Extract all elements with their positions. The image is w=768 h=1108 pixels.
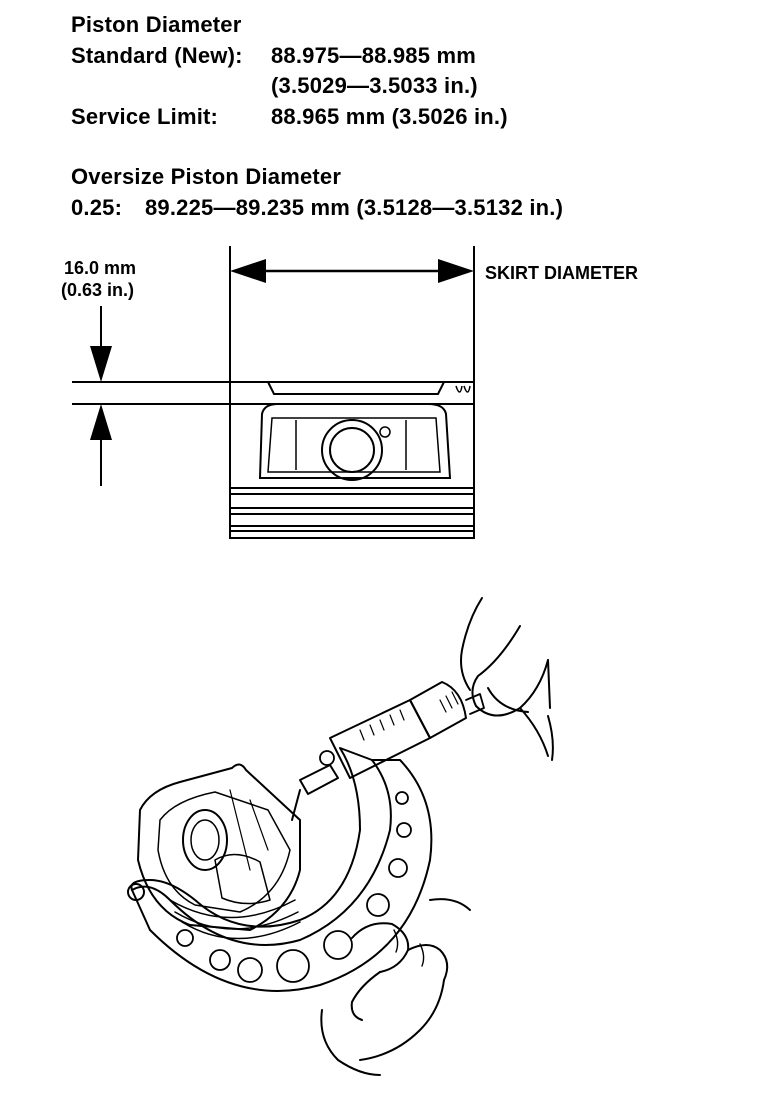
micrometer-frame-edge	[131, 889, 151, 931]
piston-crown-shadow	[214, 853, 271, 905]
piston-pin-bore-inner	[190, 819, 220, 861]
standard-label: Standard (New):	[71, 43, 243, 68]
pin-boss-outer	[321, 419, 383, 481]
measure-arrow-up	[90, 404, 112, 440]
piston-window	[258, 403, 452, 479]
piston-diameter-heading: Piston Diameter	[71, 12, 242, 37]
piston-pin-bore	[182, 809, 228, 871]
upper-hand-thumb	[460, 597, 483, 691]
oversize-value: 89.225—89.235 mm (3.5128—3.5132 in.)	[145, 195, 564, 220]
frame-hole-6	[388, 858, 408, 878]
frame-hole-3	[276, 949, 310, 983]
piston-crown-notch	[267, 381, 445, 395]
thimble-graduations	[439, 691, 459, 713]
skirt-arrow-left	[230, 259, 266, 283]
anvil-knob	[127, 883, 145, 901]
lower-hand-fingers	[351, 922, 410, 973]
spindle-lock	[319, 750, 335, 766]
pin-boss-lock	[379, 426, 391, 438]
pin-boss-inner	[329, 427, 375, 473]
lower-hand-finger-2	[350, 971, 381, 1021]
spindle-rod	[291, 789, 301, 821]
skirt-diameter-label: SKIRT DIAMETER	[485, 263, 638, 283]
skirt-arrow-right	[438, 259, 474, 283]
service-limit-label: Service Limit:	[71, 104, 219, 129]
measure-in-label: (0.63 in.)	[61, 280, 135, 300]
upper-hand-fingers	[471, 625, 549, 717]
oversize-heading: Oversize Piston Diameter	[71, 164, 342, 189]
lower-hand-knuckles	[393, 929, 425, 967]
micrometer-frame-outer	[149, 759, 433, 992]
crown-detail-right	[455, 385, 471, 393]
standard-value: 88.975—88.985 mm	[271, 43, 477, 68]
frame-hole-2	[237, 957, 263, 983]
piston-wall-detail	[229, 789, 269, 871]
measure-mm-label: 16.0 mm	[64, 258, 137, 278]
oversize-label: 0.25:	[71, 195, 123, 220]
lower-hand-back	[359, 898, 471, 1061]
standard-value-inches: (3.5029—3.5033 in.)	[271, 73, 478, 98]
micrometer-spindle	[299, 764, 339, 795]
frame-hole-8	[395, 791, 409, 805]
frame-hole-5	[366, 893, 390, 917]
micrometer-frame	[130, 747, 392, 946]
frame-hole-1	[209, 949, 231, 971]
measure-arrow-down	[90, 346, 112, 382]
frame-hole-7	[396, 822, 412, 838]
frame-hole-4	[323, 930, 353, 960]
micrometer-thimble	[409, 681, 467, 739]
micrometer-sleeve	[329, 699, 431, 779]
frame-hole-9	[176, 929, 194, 947]
sleeve-graduations	[359, 709, 405, 741]
piston-body	[137, 763, 301, 931]
piston-window-inner	[267, 417, 441, 473]
lower-hand-palm	[320, 1009, 381, 1076]
piston-skirt-inner	[157, 791, 291, 913]
upper-hand-finger-2	[487, 687, 554, 761]
service-limit-value: 88.965 mm (3.5026 in.)	[271, 104, 508, 129]
piston-bottom-rings	[169, 899, 301, 940]
lower-hand-finger-3	[407, 944, 449, 981]
upper-hand-wrist	[547, 659, 551, 709]
